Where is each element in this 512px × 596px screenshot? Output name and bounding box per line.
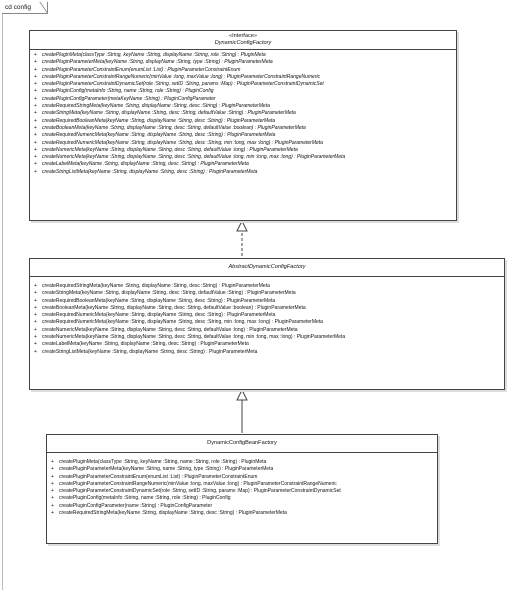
operation-row: +createRequiredNumericMeta(keyName :Stri… [34,132,276,139]
diagram-frame [2,2,509,590]
operation-row: +createRequiredNumericMeta(keyName :Stri… [34,139,323,146]
operation-row: +createStringMeta(keyName :String, displ… [34,110,296,117]
operation-row: +createRequiredStringMeta(keyName :Strin… [34,103,270,110]
class-header: «Interface» DynamicConfigFactory [30,31,456,50]
operation-row: +createPluginMeta(classType :String, key… [51,459,267,465]
class-name: DynamicConfigFactory [214,40,272,46]
generalization-arrowhead [236,388,248,401]
operation-row: +createNumericMeta(keyName :String, disp… [34,154,346,161]
interface-dynamic-config-factory[interactable]: «Interface» DynamicConfigFactory +create… [29,30,457,221]
class-name: DynamicConfigBeanFactory [207,440,277,446]
class-header: AbstractDynamicConfigFactory [30,259,504,277]
operation-row: +createLabelMeta(keyName :String, displa… [34,161,249,168]
operation-row: +createStringListMeta(keyName :String, d… [34,348,258,355]
operation-row: +createPluginParameterConstraintDynamicS… [51,488,341,495]
operation-row: +createPluginParameterConstraintDynamicS… [34,81,324,88]
operation-row: +createBooleanMeta(keyName :String, disp… [34,304,306,311]
operation-row: +createPluginConfigParameter(metaKeyName… [34,95,216,102]
operation-row: +createNumericMeta(keyName :String, disp… [34,146,298,153]
operation-row: +createRequiredStringMeta(keyName :Strin… [51,510,287,517]
operation-row: +createStringMeta(keyName :String, displ… [34,290,296,297]
stereotype-label: «Interface» [229,33,257,39]
frame-label: cd config [2,2,49,14]
operation-row: +createBooleanMeta(keyName :String, disp… [34,124,306,131]
operation-row: +createNumericMeta(keyName :String, disp… [34,334,346,341]
operation-row: +createPluginParameterMeta(keyName :Stri… [51,466,274,473]
operation-row: +createNumericMeta(keyName :String, disp… [34,326,298,333]
class-header: DynamicConfigBeanFactory [47,435,437,453]
abstract-dynamic-config-factory[interactable]: AbstractDynamicConfigFactory +createRequ… [29,258,505,390]
operation-row: +createPluginConfigParameter(name :Strin… [51,502,213,509]
operation-row: +createRequiredNumericMeta(keyName :Stri… [34,319,323,326]
realization-arrowhead [236,219,248,232]
operation-row: +createStringListMeta(keyName :String, d… [34,168,258,175]
operations-compartment: +createPluginMeta(classType :String, key… [30,50,456,176]
operation-row: +createPluginParameterMeta(keyName :Stri… [34,59,273,66]
class-name: AbstractDynamicConfigFactory [228,264,306,270]
operation-row: +createPluginConfig(metaInfo :String, na… [34,88,214,95]
operation-row: +createRequiredNumericMeta(keyName :Stri… [34,312,276,319]
operation-row: +createRequiredBooleanMeta(keyName :Stri… [34,297,276,304]
operation-row: +createLabelMeta(keyName :String, displa… [34,341,249,348]
operation-row: +createPluginMeta(classType :String, key… [34,52,266,58]
operation-row: +createPluginParameterConstraintEnum(enu… [34,66,241,73]
operation-row: +createPluginParameterConstraintEnum(enu… [51,473,258,480]
operation-row: +createPluginParameterConstraintRangeNum… [34,73,321,80]
operations-compartment: +createPluginMeta(classType :String, key… [47,453,437,517]
operation-row: +createRequiredStringMeta(keyName :Strin… [34,283,270,289]
operation-row: +createPluginParameterConstraintRangeNum… [51,480,337,487]
dynamic-config-bean-factory[interactable]: DynamicConfigBeanFactory +createPluginMe… [46,434,438,544]
operation-row: +createRequiredBooleanMeta(keyName :Stri… [34,117,276,124]
operations-compartment: +createRequiredStringMeta(keyName :Strin… [30,277,504,356]
operation-row: +createPluginConfig(metaInfo :String, na… [51,495,231,502]
